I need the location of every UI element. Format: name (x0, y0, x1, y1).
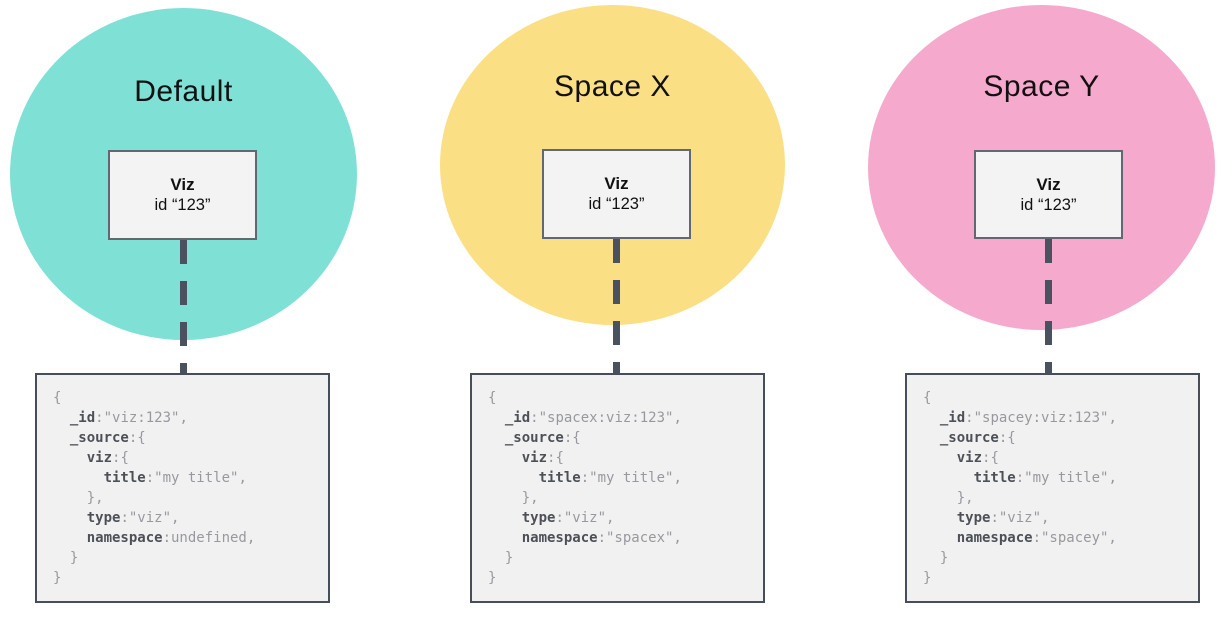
viz-card-title: Viz (1036, 174, 1061, 194)
viz-card-id: id “123” (154, 196, 211, 214)
code-line: namespace:undefined, (86, 530, 256, 546)
code-line: _source:{ (939, 430, 1016, 446)
code-line: } (923, 550, 949, 566)
code-line: _id:"spacey:viz:123", (939, 410, 1117, 426)
viz-card-id: id “123” (1020, 195, 1077, 214)
connector-dashed-line (613, 239, 620, 373)
saved-object-json-box: { _id:"spacex:viz:123", _source:{ viz:{ … (470, 373, 765, 603)
code-line: }, (488, 490, 539, 506)
code-line: viz:{ (956, 450, 999, 466)
namespace-title: Space Y (983, 70, 1100, 103)
code-line: viz:{ (521, 450, 564, 466)
code-line: } (53, 550, 79, 566)
code-line: _id:"viz:123", (69, 410, 188, 426)
code-line: _id:"spacex:viz:123", (504, 410, 682, 426)
code-line: title:"my title", (973, 470, 1117, 486)
code-line: viz:{ (86, 450, 129, 466)
code-line: type:"viz", (956, 510, 1050, 526)
connector-dashed-line (180, 240, 187, 373)
code-line: namespace:"spacex", (521, 530, 682, 546)
code-line: title:"my title", (538, 470, 682, 486)
viz-card-title: Viz (604, 174, 629, 193)
viz-card: Viz id “123” (108, 150, 257, 240)
connector-dashed-line (1045, 239, 1052, 373)
code-line: }, (923, 490, 974, 506)
code-line: type:"viz", (86, 510, 180, 526)
code-line: _source:{ (69, 430, 146, 446)
namespace-title: Default (134, 75, 233, 108)
viz-card: Viz id “123” (974, 150, 1123, 239)
viz-card-title: Viz (170, 175, 195, 194)
saved-object-json-box: { _id:"spacey:viz:123", _source:{ viz:{ … (905, 373, 1200, 603)
code-line: { (923, 390, 932, 406)
code-line: type:"viz", (521, 510, 615, 526)
code-line: } (488, 570, 497, 586)
code-line: } (53, 570, 62, 586)
code-line: title:"my title", (103, 470, 247, 486)
code-line: } (488, 550, 514, 566)
code-line: { (488, 390, 497, 406)
code-line: } (923, 570, 932, 586)
code-line: }, (53, 490, 104, 506)
viz-card-id: id “123” (588, 195, 645, 213)
saved-object-json-box: { _id:"viz:123", _source:{ viz:{ title:"… (35, 373, 330, 603)
namespace-title: Space X (554, 70, 671, 103)
code-line: namespace:"spacey", (956, 530, 1117, 546)
code-line: { (53, 390, 62, 406)
viz-card: Viz id “123” (542, 149, 691, 239)
code-line: _source:{ (504, 430, 581, 446)
